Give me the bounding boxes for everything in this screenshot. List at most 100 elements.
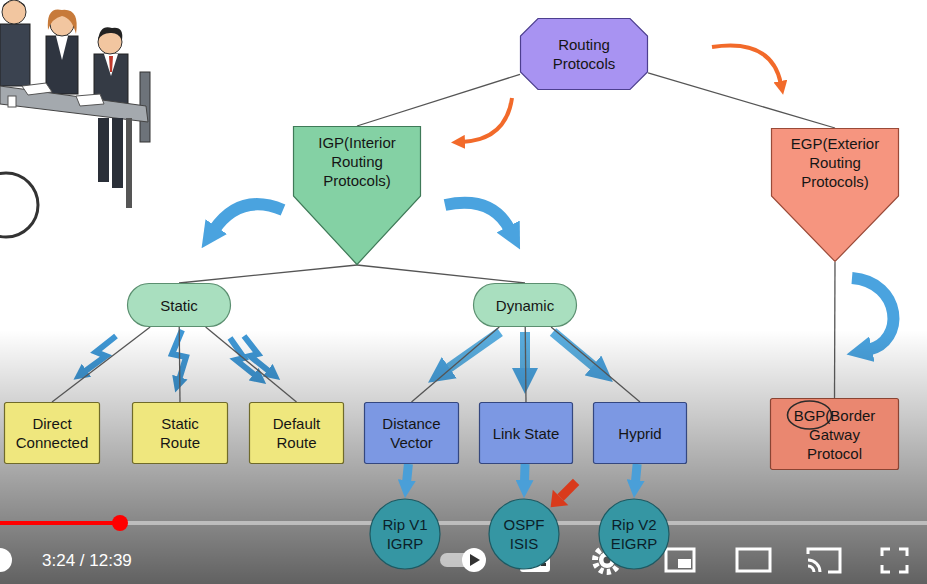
cast-waves bbox=[808, 560, 820, 572]
leg bbox=[98, 118, 109, 182]
chevron-arrow bbox=[520, 464, 530, 482]
text-block: Default Route bbox=[259, 414, 334, 452]
blue-curved-arrow bbox=[445, 203, 510, 230]
hair bbox=[2, 1, 26, 8]
orange-arrow bbox=[712, 46, 781, 84]
route-box-shape bbox=[132, 402, 228, 464]
node-text: BGP(Border Gatway Protocol bbox=[784, 406, 885, 463]
text-block: BGP(Border Gatway Protocol bbox=[784, 406, 885, 463]
table-leg bbox=[126, 118, 132, 208]
decorative-arrows bbox=[84, 46, 893, 380]
protocol-circle-shape bbox=[369, 498, 441, 570]
protocol-class-box-shape bbox=[364, 402, 459, 464]
category-pentagon: EGP(Exterior Routing Protocols) bbox=[771, 128, 899, 262]
node-text: Dynamic bbox=[485, 296, 565, 315]
time-label: 3:24 / 12:39 bbox=[42, 550, 132, 572]
text-block: Static bbox=[139, 296, 219, 315]
route-box: Default Route bbox=[249, 402, 344, 464]
protocol-circle-shape bbox=[488, 498, 560, 570]
route-box-outline bbox=[133, 403, 228, 464]
node-text: EGP(Exterior Routing Protocols) bbox=[777, 134, 893, 191]
category-pentagon-outline bbox=[294, 127, 421, 265]
progress-played bbox=[0, 521, 120, 525]
connector-line bbox=[525, 327, 527, 402]
text-block: IGP(Interior Routing Protocols) bbox=[299, 133, 415, 190]
node-text: Static Route bbox=[142, 414, 218, 452]
connector-line bbox=[357, 265, 525, 283]
node-text: IGP(Interior Routing Protocols) bbox=[299, 133, 415, 190]
node-text: Link State bbox=[489, 424, 563, 443]
connector-line bbox=[179, 327, 181, 402]
text-block: Distance Vector bbox=[374, 414, 449, 452]
protocol-box: BGP(Border Gatway Protocol bbox=[770, 398, 899, 470]
text-block: Rip V2 EIGRP bbox=[607, 515, 662, 553]
protocol-box-outline bbox=[771, 399, 899, 470]
node-text: OSPF ISIS bbox=[497, 515, 552, 553]
control-shade bbox=[0, 330, 927, 584]
route-box: Direct Connected bbox=[4, 402, 100, 464]
shirt bbox=[56, 36, 68, 60]
wheel bbox=[0, 173, 38, 237]
type-pill: Dynamic bbox=[473, 283, 577, 327]
connector-line bbox=[412, 327, 500, 402]
node-text: Default Route bbox=[259, 414, 334, 452]
route-box-shape bbox=[4, 402, 100, 464]
hair bbox=[48, 9, 77, 34]
protocol-class-box-outline bbox=[480, 403, 573, 464]
leg bbox=[112, 118, 123, 188]
person-head bbox=[2, 0, 26, 24]
protocol-class-box: Distance Vector bbox=[364, 402, 459, 464]
node-text: Direct Connected bbox=[14, 414, 90, 452]
cast-icon bbox=[808, 549, 840, 572]
type-pill-outline bbox=[128, 284, 231, 327]
text-block: Dynamic bbox=[485, 296, 565, 315]
protocol-circle-outline bbox=[599, 499, 669, 569]
fullscreen-icon bbox=[882, 549, 907, 572]
play-icon bbox=[470, 554, 480, 566]
text-block: Hyprid bbox=[603, 424, 677, 443]
connector-line bbox=[357, 74, 520, 126]
volume-icon bbox=[0, 548, 12, 572]
pointer-arrow-head bbox=[551, 490, 569, 508]
orange-arrow bbox=[462, 98, 512, 142]
route-box-outline bbox=[5, 403, 100, 464]
type-pill: Static bbox=[127, 283, 231, 327]
meeting-illustration bbox=[0, 0, 150, 237]
protocol-circle-outline bbox=[489, 499, 559, 569]
protocol-circle: Rip V2 EIGRP bbox=[598, 498, 670, 570]
person-body bbox=[46, 36, 78, 94]
paper bbox=[22, 83, 52, 95]
root-octagon: Routing Protocols bbox=[520, 18, 648, 90]
node-text: Rip V2 EIGRP bbox=[607, 515, 662, 553]
type-pill-outline bbox=[474, 284, 577, 327]
blue-curved-arrow bbox=[214, 204, 283, 230]
progress-handle bbox=[112, 515, 128, 531]
route-box-outline bbox=[250, 403, 344, 464]
protocol-circle-shape bbox=[598, 498, 670, 570]
text-block: OSPF ISIS bbox=[497, 515, 552, 553]
connector-line bbox=[179, 265, 357, 283]
hair bbox=[98, 27, 122, 40]
root-octagon-shape bbox=[520, 18, 648, 90]
chevron-arrow bbox=[407, 464, 409, 482]
shirt bbox=[104, 54, 118, 76]
tie bbox=[109, 56, 113, 72]
protocol-class-box-outline bbox=[365, 403, 459, 464]
miniplayer-inset bbox=[678, 559, 691, 568]
protocol-class-box: Link State bbox=[479, 402, 573, 464]
table-top bbox=[0, 86, 148, 122]
autoplay-knob bbox=[462, 548, 486, 572]
text-block: Rip V1 IGRP bbox=[378, 515, 433, 553]
node-text: Distance Vector bbox=[374, 414, 449, 452]
category-pentagon-outline bbox=[772, 129, 899, 262]
progress-track bbox=[0, 521, 927, 525]
protocol-circle-outline bbox=[370, 499, 440, 569]
node-text: Rip V1 IGRP bbox=[378, 515, 433, 553]
paper bbox=[76, 94, 104, 106]
root-octagon-outline bbox=[521, 19, 648, 90]
chevron-arrow bbox=[635, 464, 637, 482]
connector-line bbox=[648, 73, 835, 128]
pointer-arrow-shaft bbox=[561, 482, 577, 498]
node-text: Hyprid bbox=[603, 424, 677, 443]
